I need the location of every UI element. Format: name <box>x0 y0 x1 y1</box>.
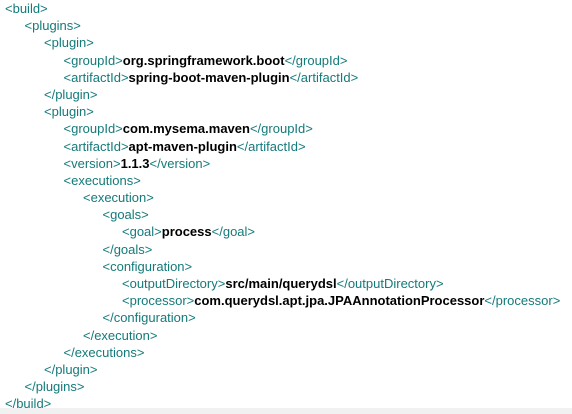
code-line: <plugin> <box>5 34 560 51</box>
xml-open-tag: </goals> <box>102 241 153 257</box>
xml-open-tag: <execution> <box>83 190 154 206</box>
xml-open-tag: <groupId> <box>63 121 123 137</box>
xml-open-tag: </plugin> <box>44 86 98 102</box>
code-line: <plugin> <box>5 103 560 120</box>
xml-text-value: com.mysema.maven <box>122 121 250 137</box>
code-line: <execution> <box>5 189 560 206</box>
code-line: </plugin> <box>5 86 560 103</box>
code-line: <groupId>org.springframework.boot</group… <box>5 52 560 69</box>
xml-close-tag: </groupId> <box>249 121 313 137</box>
xml-lines: <build><plugins><plugin><groupId>org.spr… <box>5 0 560 413</box>
xml-close-tag: </outputDirectory> <box>336 276 444 291</box>
xml-text-value: process <box>161 224 212 240</box>
xml-open-tag: <version> <box>63 155 121 171</box>
code-line: <outputDirectory>src/main/querydsl</outp… <box>5 275 560 292</box>
xml-text-value: com.querydsl.apt.jpa.JPAAnnotationProces… <box>194 293 485 309</box>
xml-open-tag: <executions> <box>63 172 141 188</box>
xml-open-tag: <plugins> <box>24 18 81 34</box>
xml-open-tag: </build> <box>5 396 52 412</box>
code-line: <groupId>com.mysema.maven</groupId> <box>5 120 560 137</box>
xml-open-tag: <artifactId> <box>63 138 129 154</box>
xml-close-tag: </artifactId> <box>236 138 306 154</box>
code-line: <goals> <box>5 206 560 223</box>
xml-text-value: src/main/querydsl <box>225 276 337 291</box>
xml-open-tag: </executions> <box>63 344 145 360</box>
code-line: </execution> <box>5 327 560 344</box>
xml-open-tag: <configuration> <box>102 258 193 274</box>
xml-close-tag: </goal> <box>211 224 256 240</box>
code-line: <configuration> <box>5 258 560 275</box>
code-line: </configuration> <box>5 309 560 326</box>
code-line: <plugins> <box>5 17 560 34</box>
xml-open-tag: </plugins> <box>24 379 85 395</box>
xml-open-tag: </execution> <box>83 327 158 343</box>
code-line: <processor>com.querydsl.apt.jpa.JPAAnnot… <box>5 292 560 309</box>
code-line: </build> <box>5 395 560 412</box>
xml-close-tag: </processor> <box>484 293 561 309</box>
code-line: </goals> <box>5 241 560 258</box>
xml-open-tag: <goal> <box>122 224 162 240</box>
code-line: <build> <box>5 0 560 17</box>
xml-open-tag: </configuration> <box>102 310 196 326</box>
code-line: <artifactId>apt-maven-plugin</artifactId… <box>5 138 560 155</box>
xml-open-tag: <outputDirectory> <box>122 276 226 291</box>
code-line: </plugin> <box>5 361 560 378</box>
xml-text-value: 1.1.3 <box>120 155 150 171</box>
code-line: <version>1.1.3</version> <box>5 155 560 172</box>
xml-open-tag: <plugin> <box>44 104 94 120</box>
xml-text-value: apt-maven-plugin <box>128 138 237 154</box>
xml-text-value: spring-boot-maven-plugin <box>128 69 290 85</box>
code-line: <artifactId>spring-boot-maven-plugin</ar… <box>5 69 560 86</box>
xml-open-tag: <build> <box>5 1 48 16</box>
xml-text-value: org.springframework.boot <box>122 52 285 68</box>
xml-close-tag: </artifactId> <box>289 69 359 85</box>
xml-open-tag: <artifactId> <box>63 69 129 85</box>
bottom-band <box>0 408 572 414</box>
xml-open-tag: </plugin> <box>44 361 98 377</box>
xml-close-tag: </version> <box>149 155 211 171</box>
code-line: <goal>process</goal> <box>5 223 560 240</box>
xml-open-tag: <goals> <box>102 207 149 223</box>
xml-close-tag: </groupId> <box>284 52 348 68</box>
code-line: </plugins> <box>5 378 560 395</box>
xml-open-tag: <processor> <box>122 293 195 309</box>
xml-open-tag: <groupId> <box>63 52 123 68</box>
code-line: <executions> <box>5 172 560 189</box>
xml-open-tag: <plugin> <box>44 35 94 51</box>
code-line: </executions> <box>5 344 560 361</box>
